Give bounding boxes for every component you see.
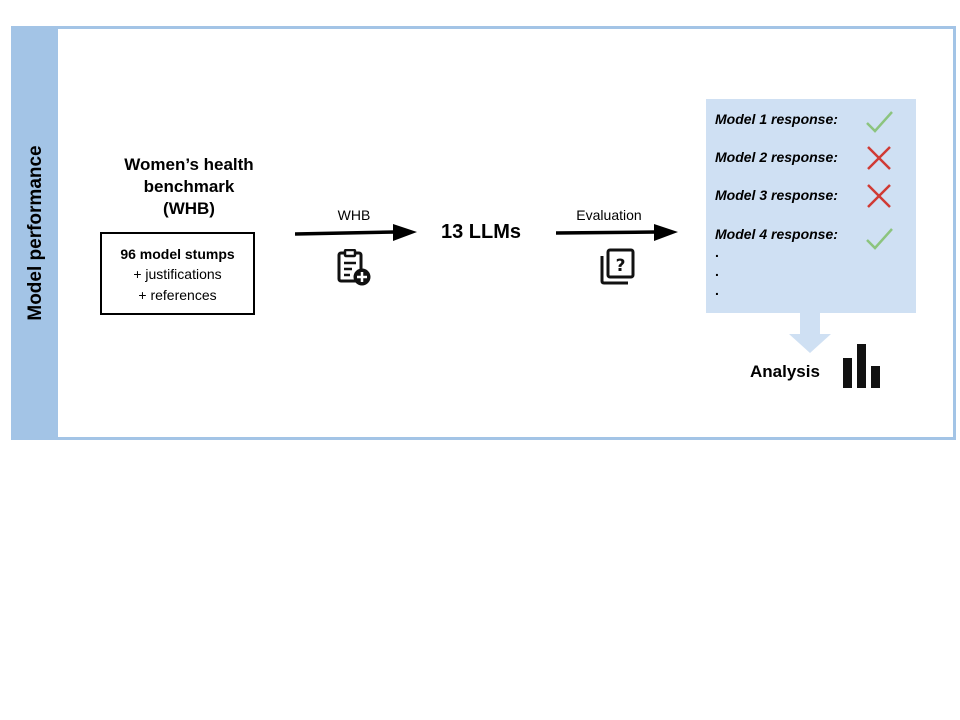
response-row-3: Model 3 response:	[715, 187, 838, 203]
ellipsis-dot-3: .	[715, 282, 719, 298]
side-label: Model performance	[25, 145, 46, 321]
ellipsis-dot-1: .	[715, 244, 719, 260]
response-row-4: Model 4 response:	[715, 226, 838, 242]
model-stumps-box: 96 model stumps + justifications + refer…	[100, 232, 255, 315]
benchmark-title: Women’s health benchmark (WHB)	[109, 154, 269, 220]
bar-chart-icon	[843, 344, 880, 388]
arrow-evaluation	[556, 224, 678, 241]
cross-icon	[867, 184, 891, 208]
question-cards-icon: ?	[600, 248, 635, 285]
svg-text:?: ?	[616, 256, 626, 276]
model-performance-frame: Model performance Women’s health benchma…	[11, 26, 956, 440]
check-icon	[866, 111, 893, 133]
response-row-2: Model 2 response:	[715, 149, 838, 165]
clipboard-plus-icon	[337, 249, 371, 286]
arrow-whb-label: WHB	[337, 207, 371, 223]
arrow-whb	[295, 224, 417, 241]
ellipsis-dot-2: .	[715, 263, 719, 279]
responses-panel: Model 1 response: Model 2 response: Mode…	[706, 99, 916, 313]
analysis-label: Analysis	[750, 362, 820, 381]
down-arrow	[789, 313, 831, 353]
check-icon	[866, 228, 893, 250]
stumps-line: 96 model stumps	[120, 246, 235, 262]
benchmark-title-line-2: benchmark	[143, 177, 235, 196]
benchmark-title-line-1: Women’s health	[124, 155, 254, 174]
cross-icon	[867, 146, 891, 170]
side-band: Model performance	[14, 29, 58, 437]
llms-label: 13 LLMs	[441, 221, 522, 243]
benchmark-title-line-3: (WHB)	[163, 199, 215, 218]
references-line: + references	[138, 287, 217, 303]
response-row-1: Model 1 response:	[715, 111, 838, 127]
arrow-evaluation-label: Evaluation	[576, 207, 642, 223]
justifications-line: + justifications	[133, 266, 222, 282]
